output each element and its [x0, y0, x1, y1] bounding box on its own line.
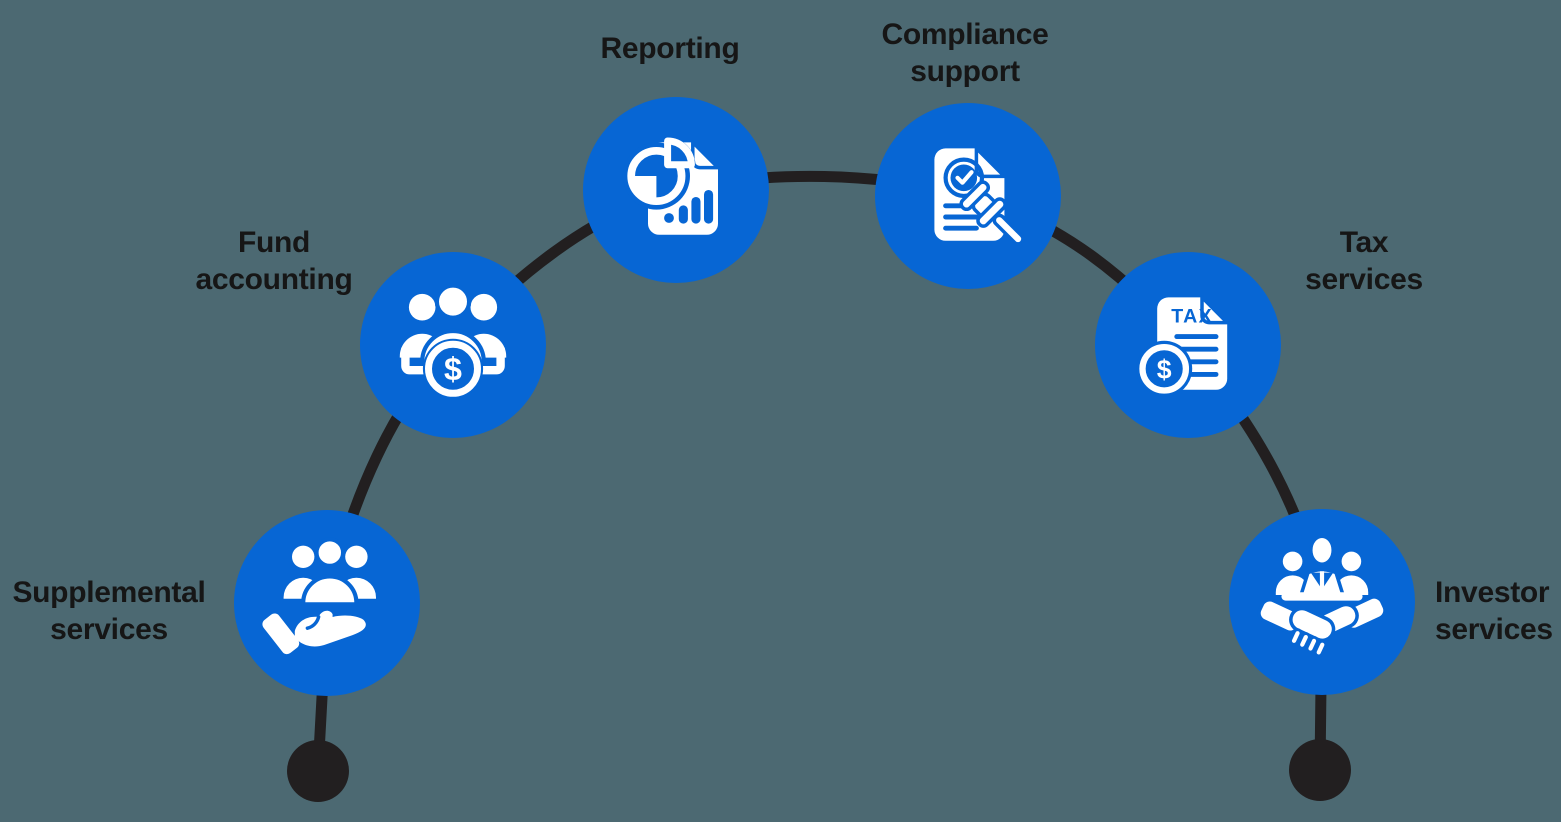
handshake-people-icon [1257, 534, 1387, 658]
node-compliance-support [875, 103, 1061, 289]
label-fund-accounting: Fund accounting [195, 226, 353, 296]
tax-text: TAX [1171, 306, 1213, 328]
people-dollar-coin-icon: $ [399, 283, 507, 399]
node-supplemental-services [234, 510, 420, 696]
label-tax-services: Tax services [1305, 226, 1423, 296]
dollar-sign: $ [1157, 355, 1172, 385]
dollar-sign: $ [444, 351, 462, 387]
label-reporting: Reporting [600, 32, 740, 65]
node-tax-services: TAX $ [1095, 252, 1281, 438]
label-supplemental-services: Supplemental services [12, 576, 206, 646]
people-over-hand-icon [262, 537, 376, 655]
node-fund-accounting: $ [360, 252, 546, 438]
node-investor-services [1229, 509, 1415, 695]
label-investor-services: Investor services [1435, 576, 1553, 646]
report-pie-bars-icon [622, 136, 720, 235]
node-reporting [583, 97, 769, 283]
document-check-gavel-icon [934, 146, 1025, 246]
tax-document-coin-icon: TAX $ [1136, 295, 1229, 397]
arc-endpoint-dot-right [1289, 739, 1351, 801]
label-compliance-support: Compliance support [881, 18, 1049, 88]
arc-endpoint-dot-left [287, 740, 349, 802]
